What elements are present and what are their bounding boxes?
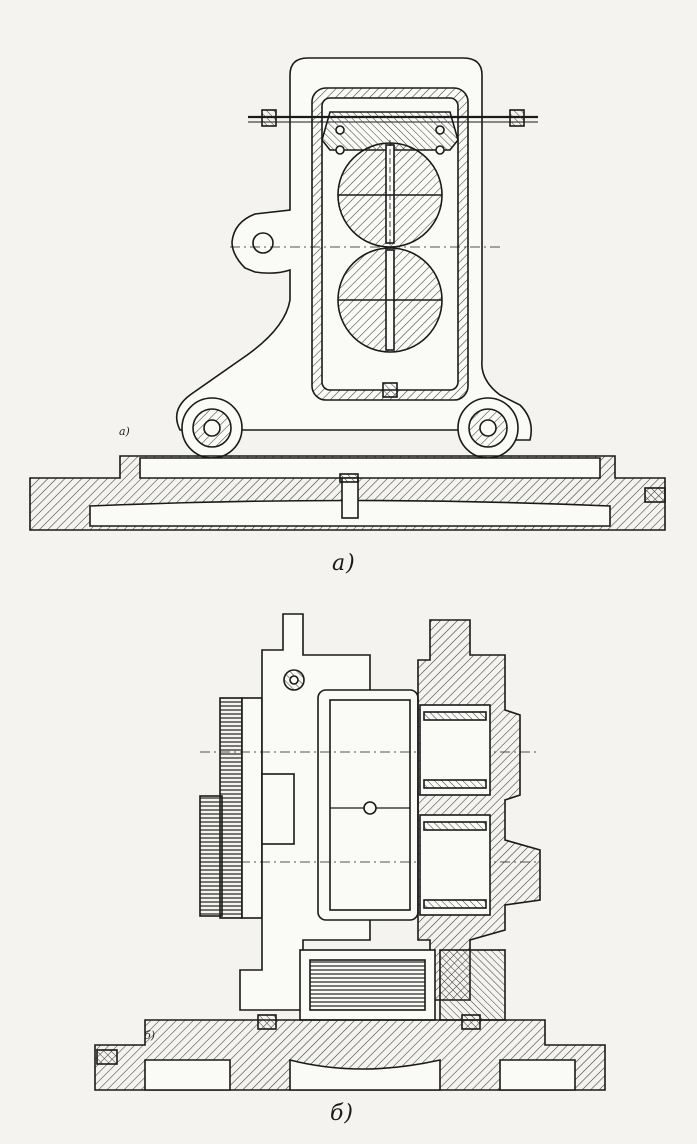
base-bolt [644, 487, 666, 503]
view-b-drawing [94, 613, 606, 1091]
rod-nut-right [509, 109, 525, 127]
caption-b: б) [330, 1101, 355, 1126]
bearing-housing [417, 619, 541, 1001]
gear-wheel [219, 697, 243, 919]
caption-a: a) [332, 551, 356, 576]
rod-nut-left [261, 109, 277, 127]
inner-label-b: б) [144, 1029, 156, 1042]
view-a-drawing [29, 57, 666, 531]
side-hole [252, 232, 274, 254]
inner-label-a: a) [119, 425, 130, 438]
bearing-lower [419, 814, 491, 916]
base-bolt-b [96, 1049, 118, 1065]
top-bracket [321, 111, 459, 151]
